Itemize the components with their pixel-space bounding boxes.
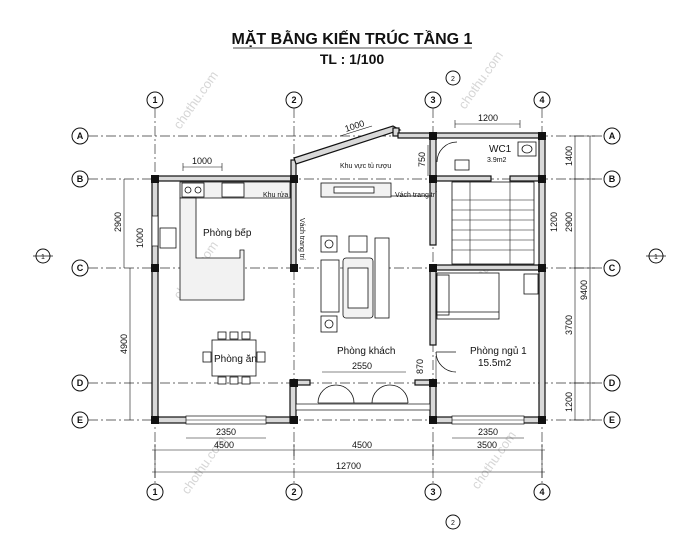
grid-row-b-left: B [77,174,84,184]
living-room-label: Phòng khách [337,346,395,357]
dim-top-wc: 1200 [478,113,498,123]
grid-row-a-right: A [609,131,616,141]
sofa-set [320,235,390,333]
grid-col-1-bottom: 1 [152,487,157,497]
dim-right-2900: 2900 [564,212,574,232]
dim-870: 870 [415,359,425,374]
grid-row-a-left: A [77,131,84,141]
wc-fixtures [436,141,537,171]
kitchen-label: Phòng bếp [203,227,252,239]
dim-stair-1200: 1200 [549,212,559,232]
drawing-title: MẶT BẰNG KIẾN TRÚC TẦNG 1 [232,29,473,48]
section-marker-left: 1 [41,254,45,261]
grid-row-c-right: C [609,263,616,273]
entrance-doors [317,384,409,404]
dim-bottom-4500-b: 4500 [352,440,372,450]
section-markers: 2 2 1 1 [33,70,666,530]
bedroom-furniture [435,272,539,373]
washing-area-label: Khu rửa [263,191,288,199]
drawing-scale: TL : 1/100 [320,51,385,67]
structural-columns [151,132,546,424]
grid-col-2-bottom: 2 [291,487,296,497]
dim-bottom-12700: 12700 [336,461,361,471]
grid-col-4-bottom: 4 [539,487,544,497]
dim-750: 750 [417,152,427,167]
grid-bubbles-bottom: 1 2 3 4 [146,483,551,501]
dim-left-2900: 2900 [113,212,123,232]
grid-col-4-top: 4 [539,95,544,105]
dim-left-1000: 1000 [135,228,145,248]
dim-door-2550: 2550 [352,361,372,371]
dim-bottom-3500: 3500 [477,440,497,450]
section-marker-top: 2 [451,76,455,83]
watermark-1: chothu.com [170,68,221,132]
dining-table [202,331,266,385]
grid-row-b-right: B [609,174,616,184]
grid-row-e-left: E [77,415,83,425]
grid-row-e-right: E [609,415,615,425]
walls [151,125,546,424]
dim-win-left: 2350 [216,427,236,437]
grid-bubbles-right: A B C D E [603,127,621,429]
watermark-6: chothu.com [468,428,519,492]
grid-bubbles-top: 1 2 3 4 [146,91,551,109]
grid-row-d-left: D [77,378,84,388]
dim-right-1400: 1400 [564,146,574,166]
grid-col-3-top: 3 [430,95,435,105]
dining-label: Phòng ăn [214,354,257,365]
grid-row-d-right: D [609,378,616,388]
section-marker-bottom: 2 [451,520,455,527]
left-wall-decor-label: Vách trang trí [298,218,305,260]
dim-right-1200: 1200 [564,392,574,412]
dimension-lines [123,120,595,478]
dim-top-kitchen: 1000 [192,156,212,166]
grid-col-3-bottom: 3 [430,487,435,497]
windows [151,215,525,425]
wc-area-label: 3.9m2 [487,157,507,164]
tv-wall [320,182,432,198]
dim-left-4900: 4900 [119,334,129,354]
grid-bubbles-left: A B C D E [71,127,89,429]
kitchen-counter [159,181,291,301]
grid-row-c-left: C [77,263,84,273]
dim-bottom-4500-a: 4500 [214,440,234,450]
watermark-2: chothu.com [455,48,506,112]
section-marker-right: 1 [654,254,658,261]
dim-right-9400: 9400 [579,280,589,300]
dim-win-right: 2350 [478,427,498,437]
tv-wall-label: Vách trang trí [395,192,437,199]
grid-col-2-top: 2 [291,95,296,105]
wc-label: WC1 [489,144,512,155]
laundry-area-label: Khu vực tủ rượu [340,162,391,170]
dim-right-3700: 3700 [564,315,574,335]
bedroom-label: Phòng ngủ 1 [470,345,527,357]
bedroom-area-label: 15.5m2 [478,358,512,369]
grid-col-1-top: 1 [152,95,157,105]
staircase [451,181,535,265]
